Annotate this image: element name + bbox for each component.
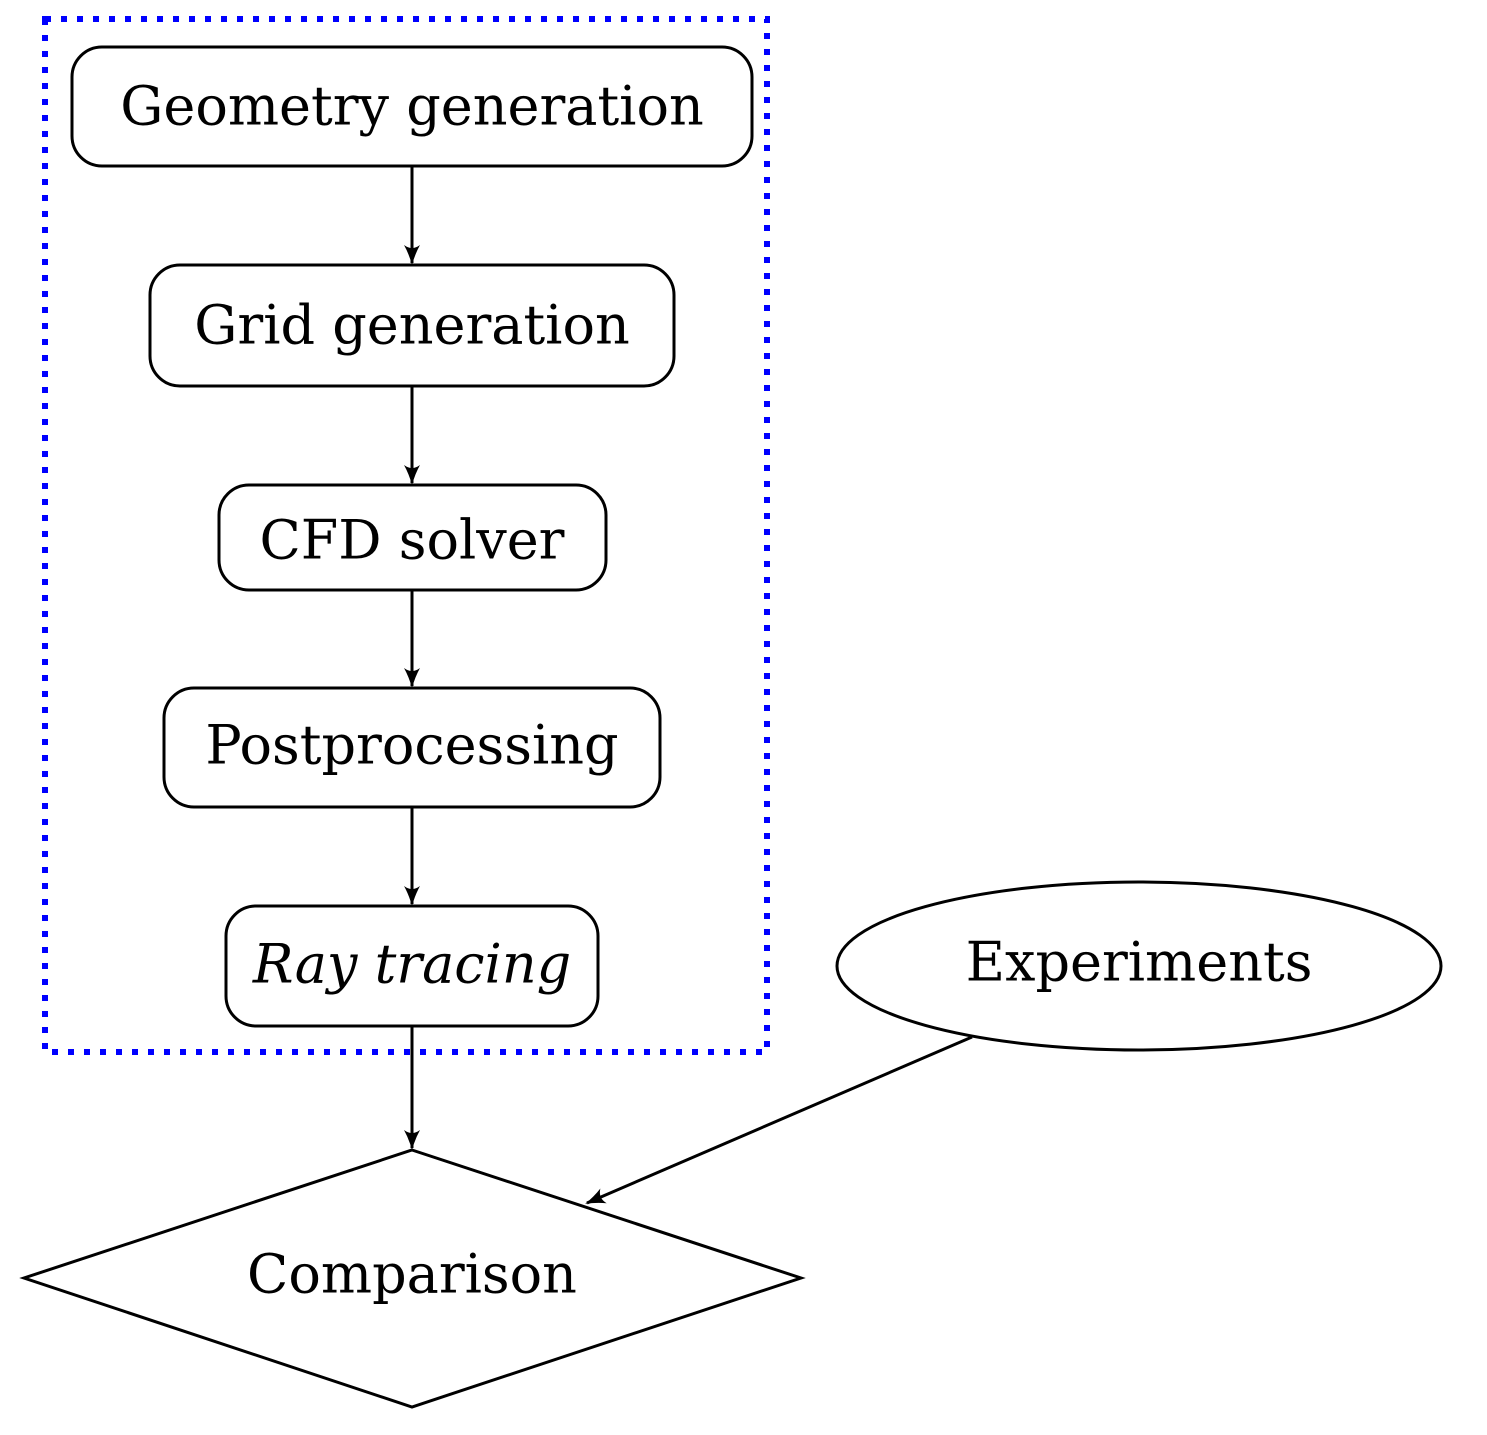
- step-box: [217, 483, 608, 592]
- experiments-ellipse: [835, 880, 1443, 1052]
- arrow-experiments-to-comparison: [585, 1035, 973, 1205]
- step-postprocessing: Postprocessing: [162, 686, 662, 809]
- step-box: [224, 904, 600, 1028]
- step-label: Postprocessing: [205, 714, 618, 777]
- step-geometry-generation: Geometry generation: [70, 45, 754, 168]
- comparison-node: Comparison: [19, 1148, 806, 1409]
- experiments-label: Experiments: [966, 931, 1313, 994]
- step-label: Grid generation: [194, 294, 629, 357]
- simulation-group-border: [42, 16, 770, 1055]
- step-cfd-solver: CFD solver: [217, 483, 608, 592]
- comparison-label: Comparison: [247, 1243, 577, 1306]
- comparison-diamond: [19, 1148, 806, 1409]
- step-ray-tracing: Ray tracing: [224, 904, 600, 1028]
- step-box: [162, 686, 662, 809]
- step-label: Geometry generation: [120, 75, 703, 138]
- edges: [404, 167, 973, 1205]
- step-box: [148, 263, 676, 388]
- step-grid-generation: Grid generation: [148, 263, 676, 388]
- step-box: [70, 45, 754, 168]
- step-label: CFD solver: [259, 509, 564, 572]
- experiments-node: Experiments: [835, 880, 1443, 1052]
- step-label: Ray tracing: [252, 933, 571, 996]
